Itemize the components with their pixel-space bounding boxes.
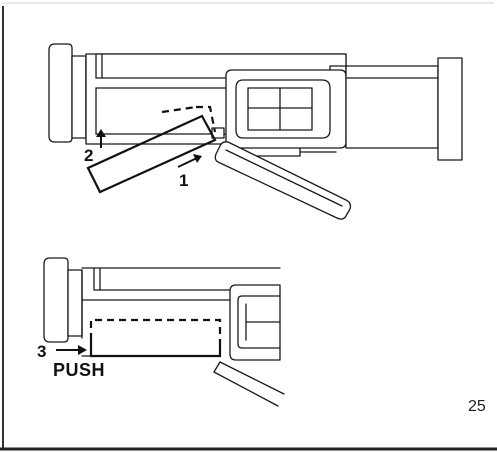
step1-label: 1: [179, 171, 188, 190]
battery-pack-inserted: [89, 318, 222, 358]
battery-pack-tilted: [86, 105, 217, 194]
step3-arrow: [56, 345, 87, 355]
camcorder-bottom-illustration: [43, 257, 285, 407]
push-label: PUSH: [53, 360, 105, 380]
page-number: 25: [468, 398, 486, 415]
step1-arrow: [177, 154, 202, 168]
step2-label: 2: [84, 146, 93, 165]
step3-label: 3: [37, 342, 46, 361]
step2-arrow: [96, 129, 106, 148]
camcorder-top-illustration: [48, 43, 463, 220]
